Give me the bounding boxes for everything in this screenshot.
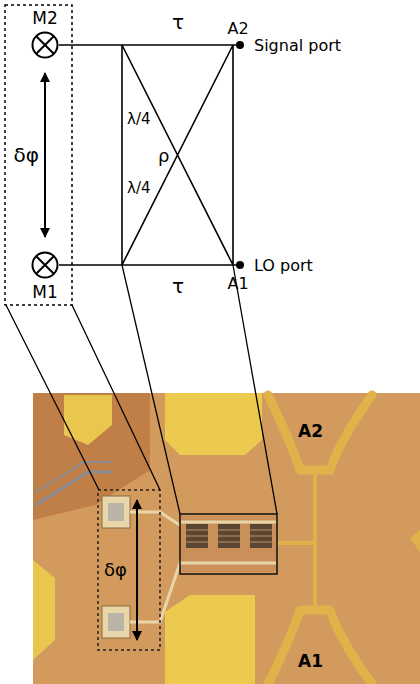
- quarter-wave-label: λ/4: [126, 110, 151, 128]
- chip-photo-part: [313, 470, 317, 610]
- schematic-lines-part: [122, 45, 233, 265]
- chip-photo-part: [102, 496, 130, 528]
- chip-photo-part: [64, 395, 112, 445]
- port-label: LO port: [254, 256, 313, 275]
- mixer-symbol: [31, 251, 59, 279]
- schematic-lines-part: [236, 41, 244, 49]
- mixer-node: M1: [31, 251, 59, 302]
- schematic-lines-part: [5, 5, 72, 305]
- mixer-circle: [33, 253, 58, 278]
- schematic-lines-part: [6, 265, 277, 514]
- chip-photo-part: [180, 514, 277, 574]
- schematic-lines: [5, 5, 277, 514]
- port-name: A1: [298, 651, 323, 671]
- chip-photo-part: [165, 393, 262, 455]
- chip-photo-part: [33, 393, 420, 684]
- chip-photo-part: [98, 490, 160, 650]
- port-name: A2: [227, 19, 248, 38]
- chip-photo: [33, 393, 420, 684]
- mixer-label: M2: [32, 8, 57, 28]
- mixer-label: M1: [32, 282, 57, 302]
- chip-photo-part: [36, 472, 112, 505]
- port-name: A2: [298, 421, 323, 441]
- coupling-label: ρ: [157, 145, 170, 167]
- mixer-symbol: [31, 31, 59, 59]
- phase-label: δφ: [14, 143, 39, 167]
- chip-photo-part: [33, 560, 55, 660]
- chip-photo-part: [165, 595, 255, 684]
- quarter-wave-label: λ/4: [126, 179, 151, 197]
- chip-photo-part: [136, 500, 138, 640]
- delay-label: τ: [172, 274, 184, 298]
- chip-photo-part: [33, 393, 150, 520]
- port-name: A1: [227, 274, 248, 293]
- chip-photo-part: [108, 613, 124, 631]
- phase-label: δφ: [104, 559, 127, 581]
- chip-photo-part: [102, 606, 130, 638]
- mixer-circle: [33, 33, 58, 58]
- chip-photo-part: [108, 503, 124, 521]
- chip-photo-part: [181, 516, 276, 572]
- chip-photo-part: [186, 530, 272, 542]
- schematic-lines-part: [236, 261, 244, 269]
- mixer-cross: [36, 256, 54, 274]
- port-label: Signal port: [254, 36, 341, 55]
- chip-photo-part: [410, 530, 420, 552]
- chip-photo-part: [268, 395, 372, 470]
- delay-label: τ: [172, 10, 184, 34]
- mixer-node: M2: [31, 8, 59, 59]
- chip-photo-part: [36, 462, 112, 492]
- chip-photo-part: [181, 522, 276, 563]
- chip-photo-part: [276, 541, 315, 545]
- chip-photo-part: [268, 610, 372, 684]
- mixer-cross: [36, 36, 54, 54]
- schematic-lines-part: [59, 45, 240, 265]
- phase-arrow: [44, 73, 46, 237]
